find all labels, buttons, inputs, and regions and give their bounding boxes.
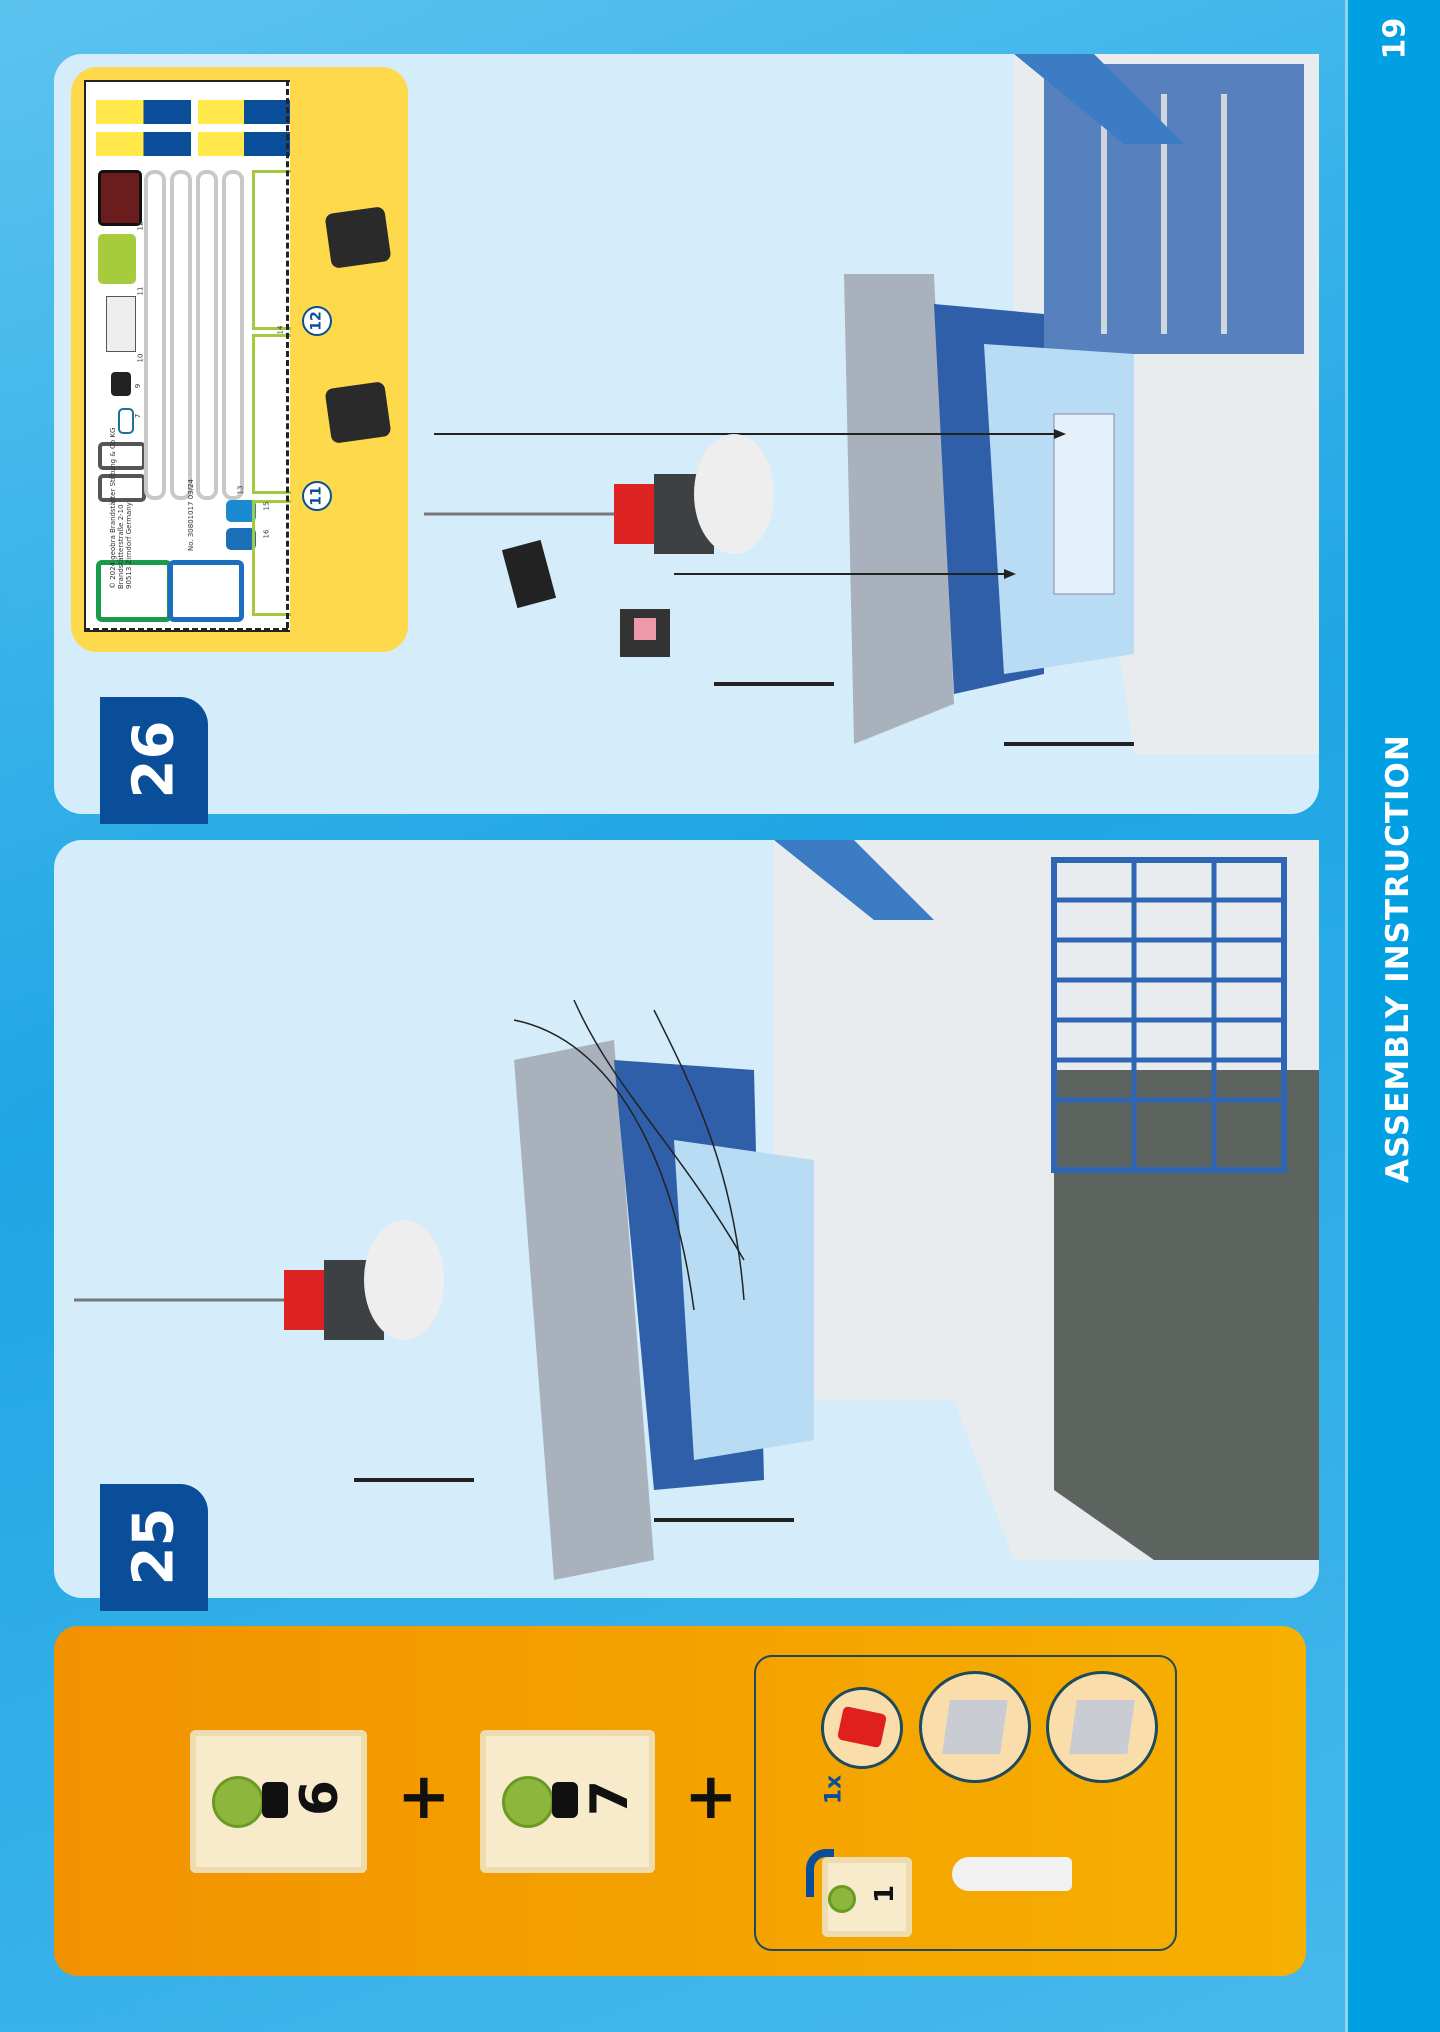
sticker-stripe	[198, 100, 290, 124]
sidebar-title: ASSEMBLY INSTRUCTION	[1380, 734, 1416, 1183]
bag-number: 7	[580, 1779, 640, 1817]
bag-7: 7	[480, 1730, 655, 1873]
step-25-illustration	[74, 840, 1319, 1580]
sticker-7	[118, 408, 134, 434]
bag-1: 1	[822, 1857, 912, 1937]
sticker-sheet-circle	[919, 1671, 1031, 1783]
cable-arrow	[573, 999, 745, 1261]
sticker-13	[170, 170, 192, 500]
sticker-14	[252, 170, 291, 330]
page-number: 19	[1377, 17, 1413, 60]
playmobil-figure-icon	[262, 1782, 288, 1818]
cable-arrow	[513, 1019, 695, 1311]
supplies-box: 1x 1	[754, 1655, 1177, 1951]
sticker-blue-frame	[168, 560, 244, 622]
dark-wall	[1054, 1070, 1319, 1560]
cut-line	[286, 80, 289, 628]
article-number: No. 30801017	[187, 501, 195, 551]
recycle-seal-icon	[502, 1776, 554, 1828]
sticker-sheet-circle	[1046, 1671, 1158, 1783]
recycle-seal-icon	[212, 1776, 264, 1828]
step-number: 26	[121, 720, 187, 799]
quantity-label: 1x	[821, 1774, 847, 1805]
step-25-tab: 25	[100, 1484, 208, 1611]
open-arrow-icon	[806, 1849, 834, 1897]
red-brick-icon	[836, 1705, 888, 1749]
sticker-label: 16	[262, 529, 271, 539]
sticker-stripe	[96, 100, 191, 124]
bag-number: 6	[290, 1779, 350, 1817]
sticker-stripe	[96, 132, 191, 156]
sticker-label: 14	[276, 325, 285, 335]
sticker-part-11	[324, 381, 392, 444]
copyright-line: 90513 Zirndorf Germany	[125, 502, 133, 589]
sticker-sheet: © 2024 geobra Brandstätter Stiftung & Co…	[84, 80, 291, 632]
plus-sign: +	[684, 1760, 738, 1834]
brick-separator-tool-icon	[952, 1857, 1072, 1891]
sticker-9	[111, 372, 131, 396]
step-26-illustration	[424, 54, 1319, 754]
sticker-label: 15	[262, 501, 271, 511]
callout-11: 11	[302, 481, 332, 511]
sticker-15	[226, 500, 256, 522]
sticker-14	[252, 334, 291, 494]
cut-line	[84, 628, 288, 631]
gate	[1051, 857, 1287, 1173]
sticker-16	[226, 528, 256, 550]
copyright-line: © 2024 geobra Brandstätter Stiftung & Co…	[109, 427, 117, 589]
sticker-13	[222, 170, 244, 500]
playmobil-figure-icon	[552, 1782, 578, 1818]
copyright-line: Brandstätterstraße 2-10	[117, 504, 125, 589]
sticker-11	[98, 234, 136, 284]
print-date: 03/24	[187, 479, 195, 500]
sticker-label: 11	[136, 286, 145, 296]
sticker-stripe	[198, 132, 290, 156]
step-number: 25	[121, 1507, 187, 1586]
bag-6: 6	[190, 1730, 367, 1873]
step-26-tab: 26	[100, 697, 208, 824]
sticker-10	[106, 296, 136, 352]
sticker-green-frame	[96, 560, 172, 622]
monitor-part	[501, 539, 557, 609]
sticker-label: 12	[136, 221, 145, 231]
callout-12: 12	[302, 306, 332, 336]
sticker-13	[196, 170, 218, 500]
sidebar: ASSEMBLY INSTRUCTION	[1345, 0, 1440, 2032]
sticker-13	[144, 170, 166, 500]
bag-number: 1	[870, 1884, 900, 1904]
sticker-label: 10	[136, 353, 145, 363]
sticker-part-12	[324, 206, 392, 269]
plus-sign: +	[397, 1760, 451, 1834]
sticker-12	[98, 170, 142, 226]
sticker-sheet-icon	[1069, 1700, 1135, 1754]
sticker-label: 9	[134, 383, 143, 389]
roof	[774, 840, 934, 920]
railing	[1044, 64, 1304, 354]
sticker-label: 7	[134, 413, 143, 419]
sticker-sheet-icon	[942, 1700, 1008, 1754]
sticker-label: 13	[236, 485, 245, 495]
gray-frame	[514, 1040, 654, 1580]
roof	[1014, 54, 1184, 144]
red-part-circle	[821, 1687, 903, 1769]
gray-frame	[844, 274, 954, 744]
